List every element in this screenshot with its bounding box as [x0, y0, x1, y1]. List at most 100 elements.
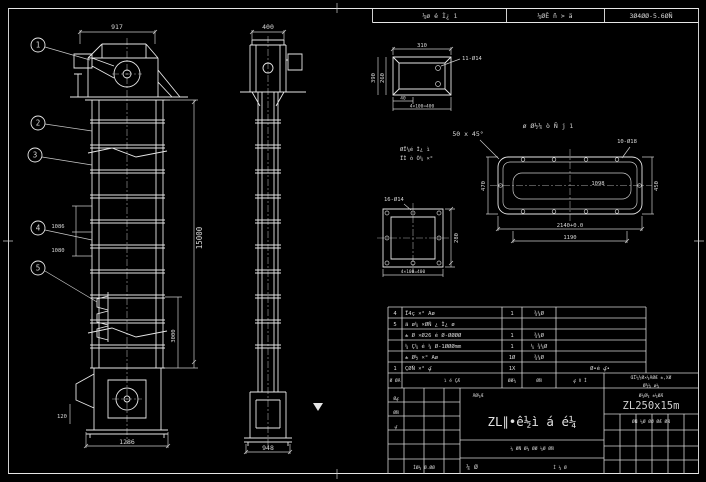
bolt-hole [520, 157, 526, 162]
dim-front-bottom: 1286 [119, 438, 135, 446]
border-frame [8, 8, 699, 474]
detail-b-dim-inner: 1098 [591, 181, 604, 187]
centerlines [112, 36, 652, 448]
bolt-hole [583, 157, 589, 162]
arrow-ticks [77, 29, 645, 455]
parts-row-name: ± Ø½ ×° Aø [405, 354, 439, 361]
titleblock-scale: ÌØ¼ Ø.ØØ [413, 464, 435, 471]
dim-front-left2: 1080 [51, 248, 64, 254]
bolt-hole [410, 260, 416, 266]
parts-row-mat: ¾¼Ø [534, 332, 545, 339]
detail-c-dim-bottom: 4×100=400 [401, 269, 426, 275]
parts-row-name: ¼ Ç¼ é ¼ Ø-1ØØØmm [405, 343, 462, 350]
balloon-circle [30, 37, 46, 53]
balloon-number-1: 1 [36, 41, 41, 50]
detail-b-dim-bottom1: 2140+0.0 [557, 223, 584, 229]
head-shaft-circle [122, 69, 132, 79]
bolt-hole [436, 210, 442, 216]
parts-table-grid [387, 306, 699, 474]
centerline [112, 36, 652, 448]
detail-a-dim-top: 310 [417, 43, 427, 49]
titleblock-mid-bottom: Ì ¼ Ø [553, 464, 567, 471]
bolt-hole [583, 209, 589, 214]
strip-cell-2: ¼ØÊ ñ > ä [537, 11, 572, 20]
titleblock-left-row3: ؼ [395, 424, 398, 430]
parts-row-qty: 1 [510, 333, 513, 339]
side-view [240, 39, 323, 446]
dim-side-top: 400 [262, 23, 274, 31]
balloon-circle [30, 220, 46, 236]
balloon-circle [30, 260, 46, 276]
parts-row-qty: 1 [510, 311, 513, 317]
parts-header-mat: ØÑ [536, 377, 542, 384]
detail-a-linework [392, 56, 452, 96]
parts-row-mat: ¾¼Ø [534, 354, 545, 361]
balloon-number-5: 5 [36, 264, 41, 273]
bolt-hole [637, 183, 642, 188]
parts-row-name: ÇØÑ ×° ؼ [405, 365, 432, 372]
boot-pulley-circle [115, 387, 139, 411]
chamfer-note: 50 x 45° [452, 130, 483, 138]
plate-inner-outline [502, 161, 638, 210]
sheet-number: ¼ Ø [466, 463, 478, 471]
bolt-hole [384, 260, 390, 266]
bolt-hole [436, 260, 442, 266]
detail-flange-plate [382, 208, 444, 268]
bolt-hole [410, 210, 416, 216]
dim-front-left1: 1086 [51, 224, 64, 230]
drawing-title: ZL∥•ê½ì á é¼ [487, 414, 576, 429]
detail-a-dim-bottom-small: 40 [400, 96, 406, 102]
parts-row-qty: 1Ø [509, 354, 516, 361]
bolt-hole [435, 81, 441, 87]
detail-c-dim-right: 280 [454, 233, 460, 243]
detail-cover-plate [497, 156, 643, 215]
detail-a-dim-left-outer: 390 [371, 73, 377, 83]
dimensions [41, 29, 654, 455]
dim-front-chute: 120 [57, 414, 67, 420]
bolt-hole [384, 210, 390, 216]
titleblock-mid-row: ¼ ØÑ Ø¼ ØØ ¼Ø ØÑ [510, 445, 554, 452]
parts-header-name: ì é ÇÆ [444, 377, 461, 384]
parts-row-name: ± Ø ×Ø26 é Ø-ØØØØ [405, 332, 462, 339]
parts-row-no: 5 [393, 322, 396, 328]
head-pulley-circle [113, 60, 141, 88]
bolt-hole [384, 235, 390, 241]
centering-ticks [3, 3, 704, 479]
detail-b-dim-bottom2: 1190 [563, 235, 576, 241]
parts-row-mat: ¾¼Ø [534, 310, 545, 317]
detail-b-dim-left: 470 [481, 181, 487, 191]
parts-note-1: ŒÏ¼½Ø×¼ÃØÆ ±,XØ [631, 374, 672, 381]
model-note: Ø¼Ø¼ ±¼ØÆ [639, 392, 664, 399]
parts-row-no: 4 [393, 311, 397, 317]
strip-cell-1: ¼ø é Ì¿ ì [422, 11, 457, 20]
bolt-hole [551, 157, 557, 162]
balloon-number-4: 4 [36, 224, 41, 233]
dim-front-lower: 3000 [171, 329, 177, 342]
boot-shaft-circle [123, 395, 131, 403]
side-shaft-circle [262, 62, 274, 74]
strip-cell-3: 3Ø4ØØ-5.6ØÑ [629, 11, 672, 20]
bolt-hole [614, 157, 620, 162]
parts-table: 4 Ï4ç ×° Aø 1 ¾¼Ø 5 ä ø¼ ×ØÑ ¿ Ì¿ ø ± Ø … [387, 306, 699, 474]
front-view-linework [70, 43, 188, 438]
side-view-linework [240, 39, 306, 446]
plate-slot [512, 172, 632, 200]
model-designation: ZL250x15m [623, 400, 680, 412]
sheet-frame [3, 3, 704, 479]
title-block-grid [388, 373, 699, 474]
detail-channel-section [392, 56, 452, 96]
dim-side-bottom: 948 [262, 444, 274, 452]
parts-row-name: ä ø¼ ×ØÑ ¿ Ì¿ ø [405, 321, 455, 328]
detail-a-note-line1: ØÏ¼é Ì¿ ì [400, 146, 430, 153]
dim-front-top: 917 [111, 23, 123, 31]
balloon-number-2: 2 [36, 119, 41, 128]
weld-mark [313, 403, 323, 411]
front-view [70, 43, 188, 438]
detail-b-dim-right: 450 [654, 181, 660, 191]
balloons: 1 2 3 4 5 [27, 37, 46, 276]
plate-outline [497, 156, 643, 215]
titleblock-right-row: ØÑ ¼Ø ØØ ØÆ ØÑ [632, 418, 670, 425]
detail-b-holes-label: 10-Ø18 [617, 138, 637, 145]
